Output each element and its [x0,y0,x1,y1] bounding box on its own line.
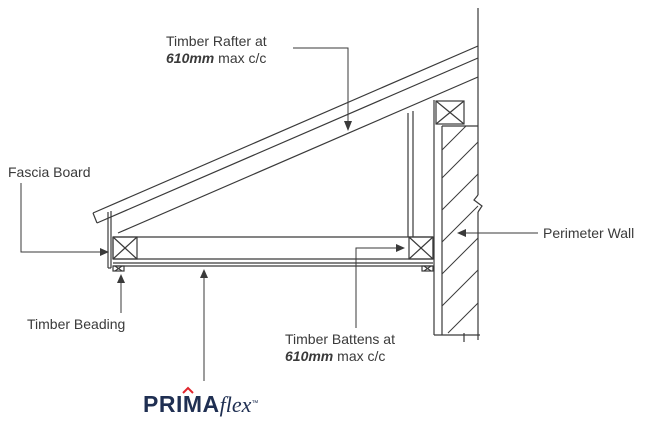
rafter-leader [293,47,352,131]
prima-flex-logo: PRIMAflex™ [143,391,258,421]
right-beading [421,265,434,272]
vertical-support [407,111,414,237]
battens-suffix: max c/c [333,348,386,364]
fascia-label: Fascia Board [8,164,91,180]
wall-leader [457,229,538,237]
battens-label-line1: Timber Battens at [285,331,395,347]
perimeter-wall [433,8,483,342]
rafter-spacing: 610mm [166,50,215,66]
left-batten [112,236,138,260]
fascia-leader [20,183,109,256]
wall-label: Perimeter Wall [543,225,635,241]
wall-plate [435,100,465,125]
left-beading [112,265,125,272]
panel-leader [200,269,208,381]
rafter-label-line1: Timber Rafter at [166,33,267,49]
rafter [92,45,479,234]
battens-label: Timber Battens at 610mm max c/c [285,331,395,365]
rafter-label: Timber Rafter at 610mm max c/c [166,33,267,67]
beading-leader [117,274,125,313]
fascia-board [107,211,112,269]
right-batten [408,236,434,260]
brand-tm: ™ [251,400,259,407]
brand-name: PRIMA [143,391,220,417]
battens-leader [355,244,405,328]
wall-hatching [441,125,479,334]
beading-label: Timber Beading [27,316,126,332]
battens-label-line2: 610mm max c/c [285,348,395,365]
brand-suffix: flex [219,392,252,417]
rafter-label-line2: 610mm max c/c [166,50,267,67]
rafter-suffix: max c/c [214,50,267,66]
battens-spacing: 610mm [285,348,334,364]
ceiling-panel [113,262,433,267]
brand-accent-mark [182,386,194,394]
